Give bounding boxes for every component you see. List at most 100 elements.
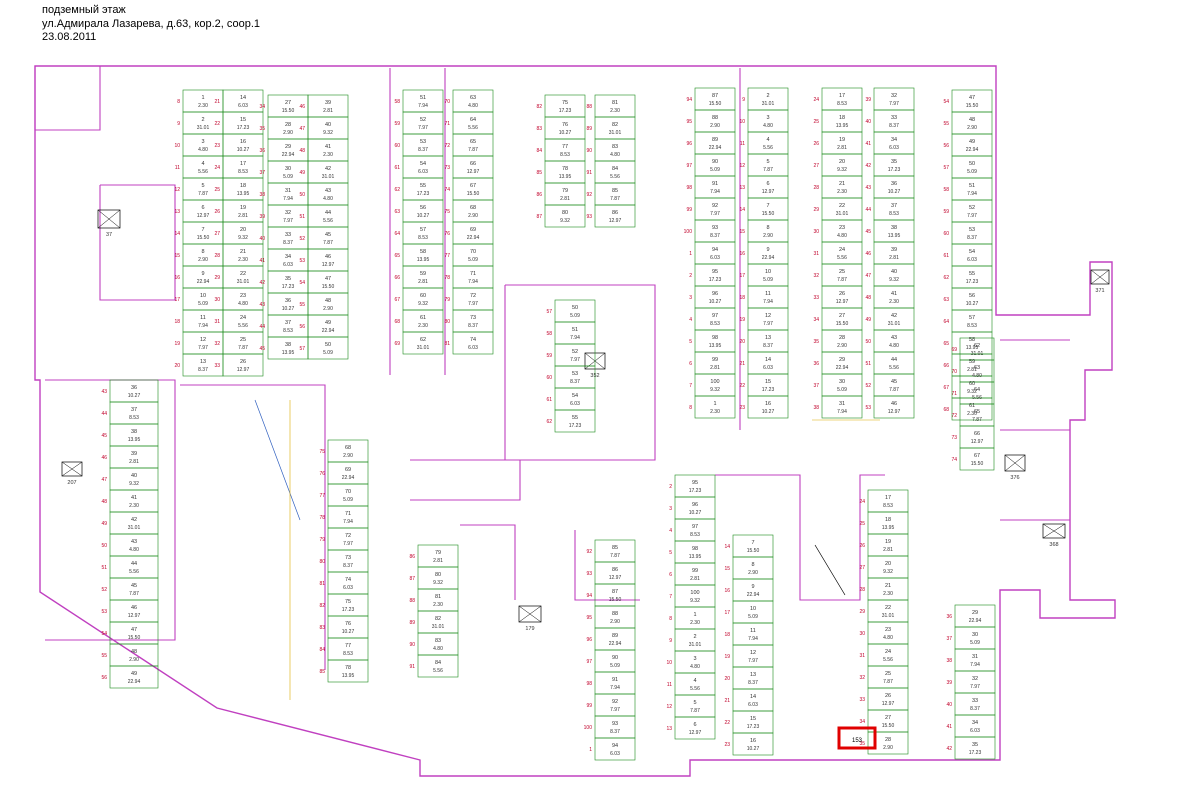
stall-area: 10.27 xyxy=(747,746,760,752)
stall-area: 22.94 xyxy=(747,592,760,598)
room-number: 6 xyxy=(669,572,672,578)
room-number: 54 xyxy=(101,631,107,637)
stall-number: 68 xyxy=(345,445,351,451)
room-number: 57 xyxy=(546,309,552,315)
ramp-line xyxy=(814,544,846,596)
stall-area: 5.56 xyxy=(889,365,899,371)
room-number: 63 xyxy=(394,209,400,215)
stall-area: 15.50 xyxy=(971,461,984,467)
stall-number: 22 xyxy=(885,605,891,611)
stall-number: 30 xyxy=(285,166,291,172)
stall-number: 35 xyxy=(891,159,897,165)
room-number: 72 xyxy=(444,143,450,149)
stall-number: 77 xyxy=(345,643,351,649)
elevator-shaft xyxy=(1004,454,1026,472)
room-number: 12 xyxy=(666,704,672,710)
room-number: 24 xyxy=(214,165,220,171)
stall-number: 30 xyxy=(972,632,978,638)
stall-area: 22.94 xyxy=(467,235,480,241)
room-number: 57 xyxy=(299,346,305,352)
stall-area: 9.32 xyxy=(710,387,720,393)
room-number: 51 xyxy=(299,214,305,220)
room-number: 98 xyxy=(586,681,592,687)
stall-number: 50 xyxy=(572,305,578,311)
highlighted-space-marker[interactable] xyxy=(837,726,877,750)
stall-number: 24 xyxy=(240,315,246,321)
stall-area: 5.56 xyxy=(610,174,620,180)
stall-number: 68 xyxy=(470,205,476,211)
stall-number: 62 xyxy=(974,343,980,349)
room-number: 87 xyxy=(536,214,542,220)
parking-stall xyxy=(867,731,909,755)
stall-number: 42 xyxy=(325,166,331,172)
stall-area: 10.27 xyxy=(762,409,775,415)
stall-number: 32 xyxy=(891,93,897,99)
elevator-cross xyxy=(1042,523,1066,539)
highlighted-space-number: 153 xyxy=(852,738,863,744)
stall-area: 7.87 xyxy=(468,147,478,153)
stall-number: 49 xyxy=(325,320,331,326)
stall-area: 2.81 xyxy=(418,279,428,285)
stall-labels: 12.308231.01934.801045.561157.8712612.97… xyxy=(67,93,1104,757)
stall-area: 13.95 xyxy=(966,345,979,351)
stall-area: 2.30 xyxy=(418,323,428,329)
stall-number: 60 xyxy=(420,293,426,299)
stall-area: 13.95 xyxy=(559,174,572,180)
stall-area: 7.94 xyxy=(418,103,428,109)
stall-number: 58 xyxy=(969,337,975,343)
stall-number: 84 xyxy=(612,166,618,172)
parking-stall xyxy=(873,395,915,419)
stall-number: 21 xyxy=(839,181,845,187)
stall-area: 4.80 xyxy=(763,123,773,129)
stall-number: 63 xyxy=(974,365,980,371)
elevator-label: 368 xyxy=(1049,542,1058,548)
stall-number: 88 xyxy=(712,115,718,121)
room-number: 30 xyxy=(214,297,220,303)
stall-number: 6 xyxy=(693,722,696,728)
stall-area: 2.81 xyxy=(238,213,248,219)
stall-number: 16 xyxy=(750,738,756,744)
stall-area: 2.81 xyxy=(883,547,893,553)
stall-number: 67 xyxy=(974,453,980,459)
stall-area: 15.50 xyxy=(197,235,210,241)
elevator-shaft xyxy=(518,605,542,623)
stall-number: 60 xyxy=(969,381,975,387)
stall-area: 6.03 xyxy=(710,255,720,261)
room-number: 8 xyxy=(669,616,672,622)
room-number: 54 xyxy=(299,280,305,286)
room-number: 80 xyxy=(319,559,325,565)
room-number: 31 xyxy=(214,319,220,325)
room-number: 14 xyxy=(739,207,745,213)
stall-number: 29 xyxy=(972,610,978,616)
stall-area: 8.53 xyxy=(283,328,293,334)
stall-number: 44 xyxy=(131,561,137,567)
room-number: 80 xyxy=(444,319,450,325)
room-number: 38 xyxy=(259,192,265,198)
room-number: 1 xyxy=(589,747,592,753)
stall-number: 94 xyxy=(712,247,718,253)
stall-number: 50 xyxy=(969,161,975,167)
stall-area: 9.32 xyxy=(883,569,893,575)
parking-stall xyxy=(544,204,586,228)
stall-area: 31.01 xyxy=(836,211,849,217)
stall-number: 18 xyxy=(240,183,246,189)
stall-number: 40 xyxy=(325,122,331,128)
stall-area: 17.23 xyxy=(747,724,760,730)
room-number: 11 xyxy=(175,165,180,171)
stall-number: 33 xyxy=(891,115,897,121)
stall-number: 18 xyxy=(839,115,845,121)
room-number: 46 xyxy=(101,455,107,461)
room-number: 83 xyxy=(319,625,325,631)
stall-area: 7.87 xyxy=(198,191,208,197)
stall-area: 6.03 xyxy=(570,401,580,407)
elevator-shaft xyxy=(97,209,121,229)
room-number: 13 xyxy=(666,726,672,732)
room-number: 63 xyxy=(943,297,949,303)
room-number: 22 xyxy=(739,383,745,389)
room-number: 7 xyxy=(669,594,672,600)
stall-number: 87 xyxy=(612,589,618,595)
stall-number: 78 xyxy=(562,166,568,172)
stall-area: 8.53 xyxy=(889,211,899,217)
stall-area: 4.80 xyxy=(129,547,139,553)
